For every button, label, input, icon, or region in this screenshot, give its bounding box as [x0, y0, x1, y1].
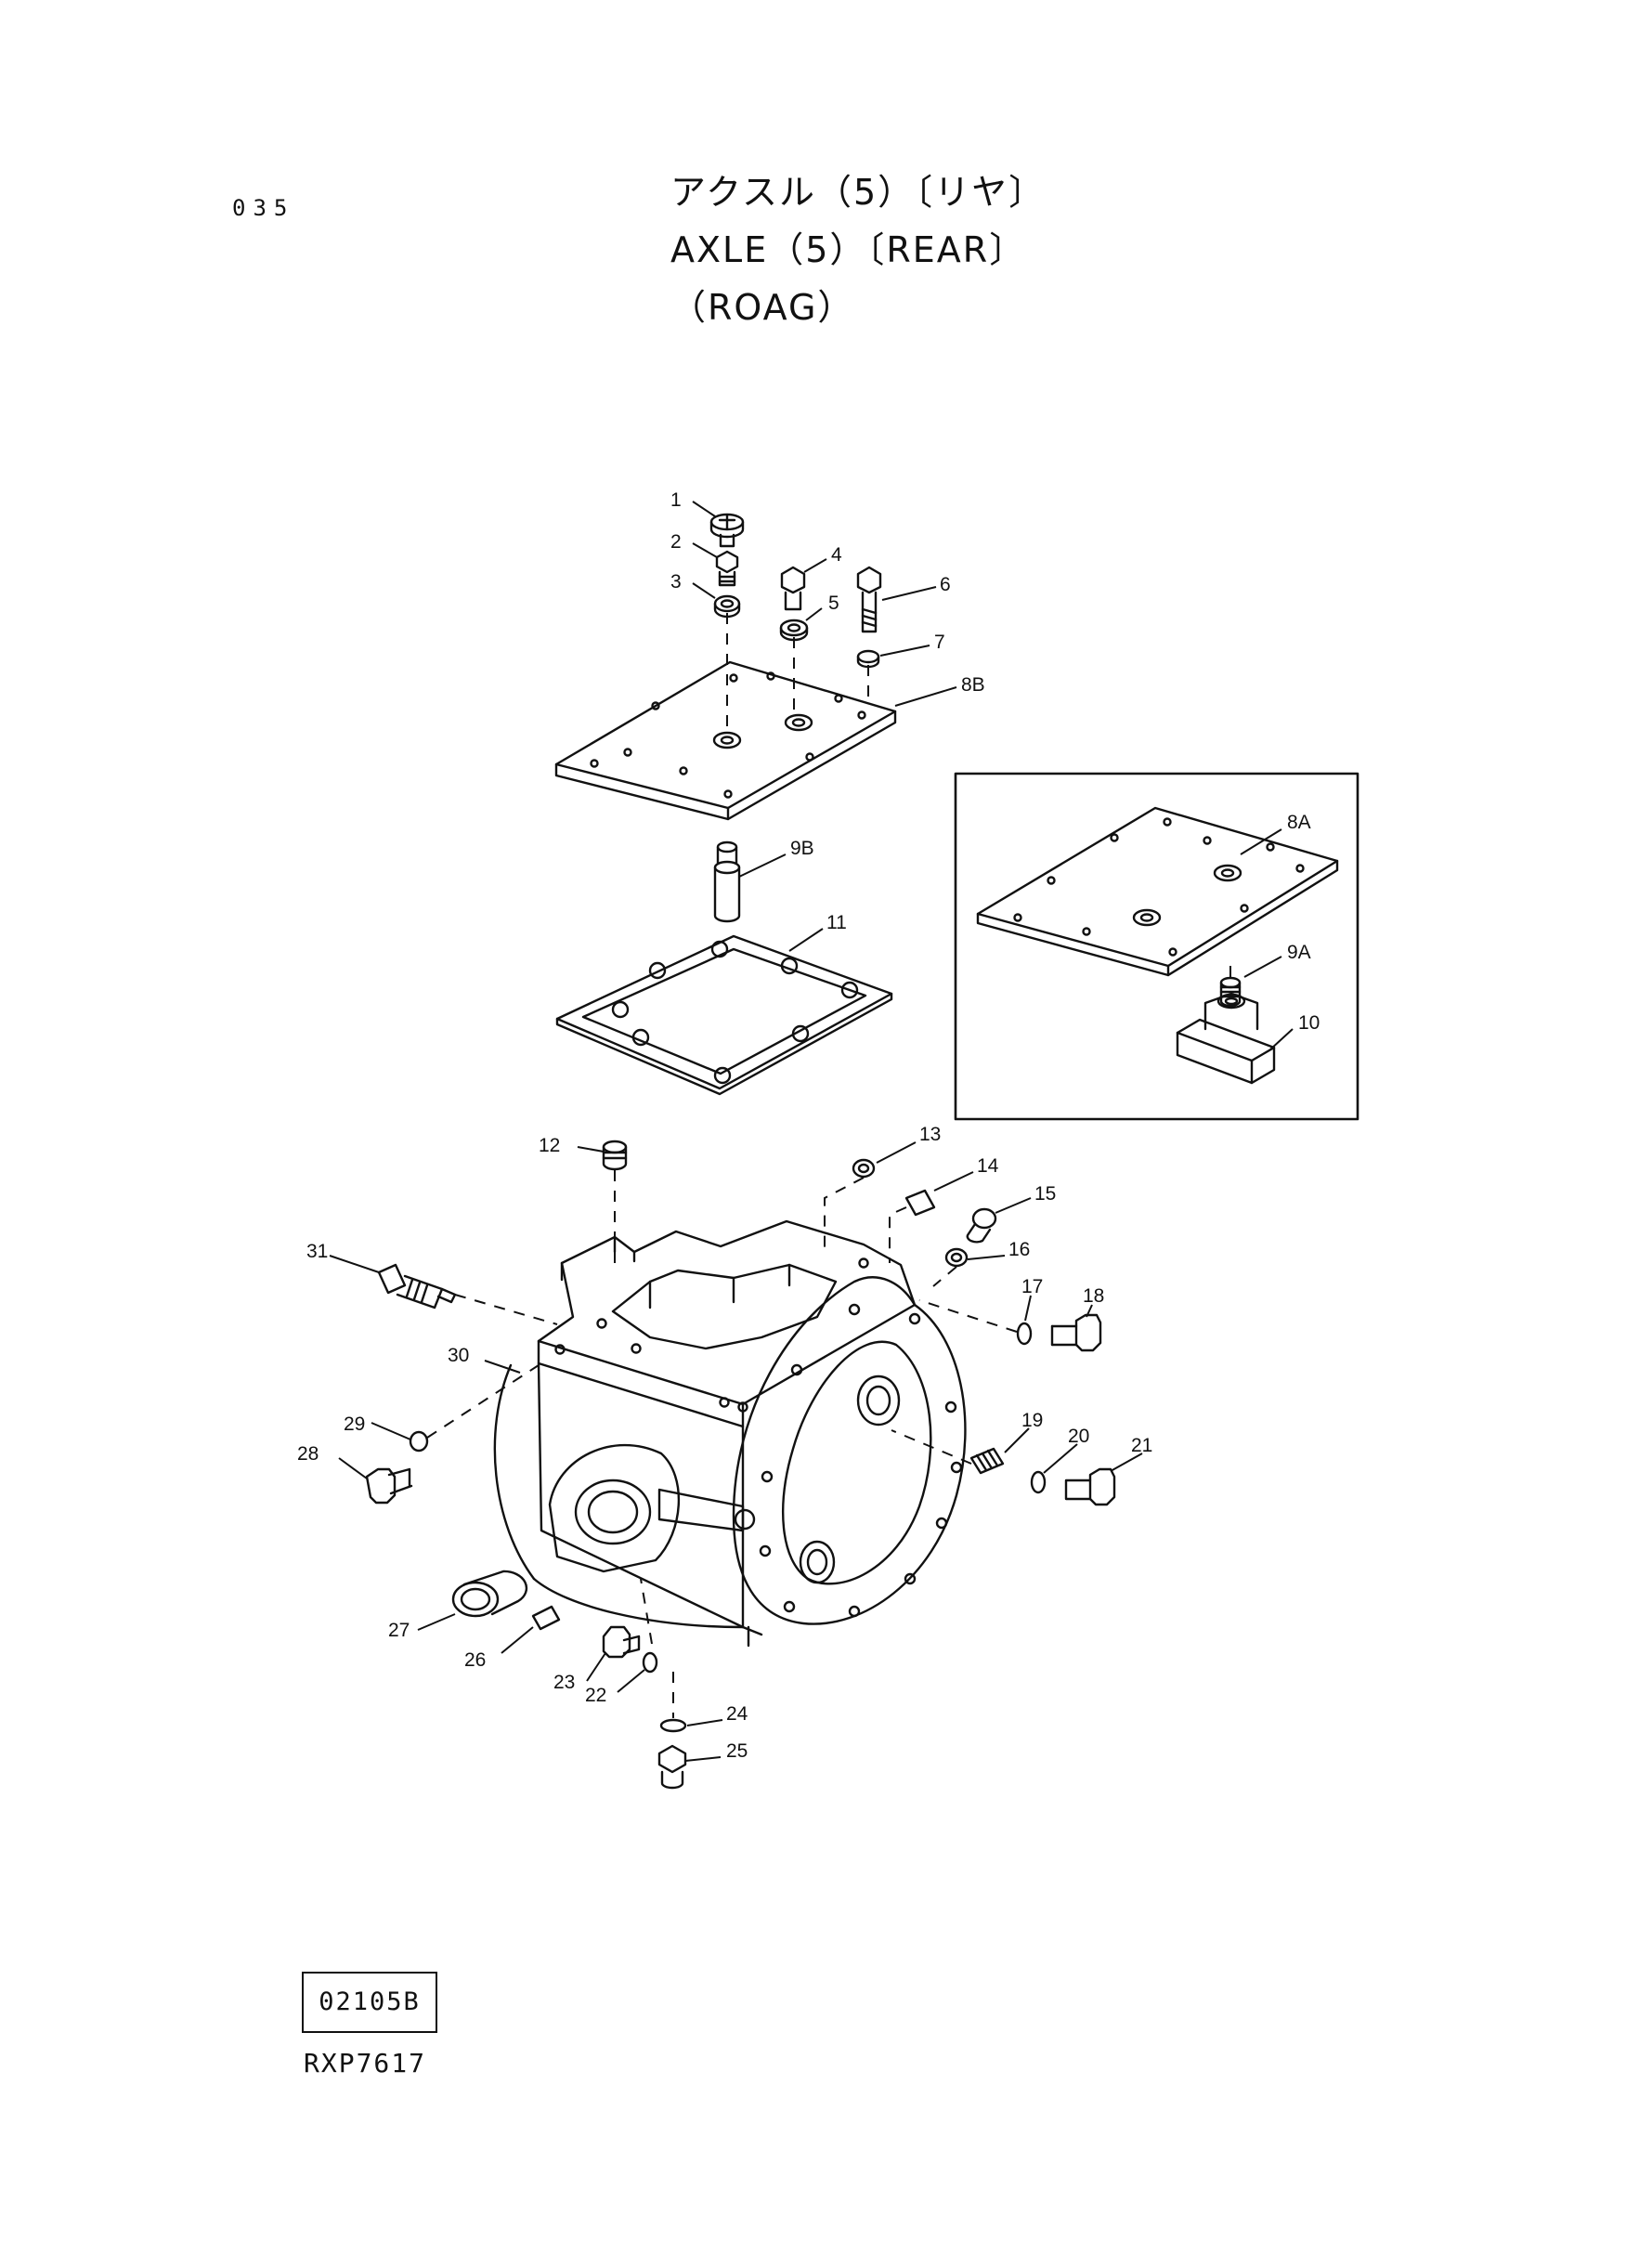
part-2-fitting	[715, 550, 739, 587]
callout-19: 19	[1021, 1410, 1043, 1431]
callout-21: 21	[1131, 1435, 1152, 1456]
callout-29: 29	[344, 1414, 365, 1435]
assembly-line-8	[932, 1266, 957, 1287]
part-6-long-bolt	[856, 566, 882, 633]
part-15-fitting	[966, 1207, 997, 1244]
callout-20: 20	[1068, 1426, 1089, 1447]
callout-14: 14	[977, 1155, 999, 1177]
callout-24: 24	[726, 1703, 748, 1725]
part-13-plug	[852, 1158, 876, 1179]
callout-6: 6	[940, 574, 951, 595]
callout-27: 27	[388, 1620, 410, 1641]
part-4-bolt	[780, 566, 806, 611]
callout-18: 18	[1083, 1285, 1104, 1307]
assembly-line-9	[918, 1299, 1018, 1333]
callout-31: 31	[306, 1241, 328, 1262]
part-25-drain-plug	[657, 1744, 687, 1790]
part-28-bolt	[365, 1467, 413, 1505]
part-7-washer	[856, 649, 880, 669]
part-8b-cover-plate	[554, 660, 897, 821]
part-29-o-ring	[409, 1430, 429, 1453]
part-16-plug	[944, 1247, 969, 1268]
part-18-bolt	[1050, 1313, 1102, 1352]
part-26-pin	[531, 1605, 561, 1631]
callout-9a: 9A	[1287, 942, 1311, 963]
part-20-o-ring	[1030, 1470, 1047, 1494]
part-30-axle-housing	[493, 1219, 967, 1648]
part-23-bolt	[602, 1625, 641, 1659]
callout-22: 22	[585, 1685, 606, 1706]
part-9b-breather	[713, 840, 741, 923]
part-12-plug	[602, 1140, 628, 1171]
callout-1: 1	[670, 489, 682, 511]
callout-8b: 8B	[961, 674, 985, 696]
part-27-bushing	[451, 1570, 528, 1618]
callout-4: 4	[831, 544, 842, 566]
callout-10: 10	[1298, 1012, 1320, 1034]
part-22-o-ring	[642, 1651, 658, 1674]
callout-11: 11	[826, 912, 847, 933]
callout-30: 30	[448, 1345, 469, 1366]
part-8a-cover-plate	[976, 806, 1339, 977]
callout-9b: 9B	[790, 838, 814, 859]
callout-15: 15	[1034, 1183, 1056, 1205]
document-number: RXP7617	[304, 2048, 427, 2078]
assembly-line-10	[891, 1429, 972, 1465]
title-english: AXLE（5）〔REAR〕	[670, 229, 1027, 270]
callout-16: 16	[1008, 1239, 1030, 1260]
callout-5: 5	[828, 593, 839, 614]
callout-17: 17	[1021, 1276, 1043, 1297]
part-1-plug	[709, 513, 745, 548]
part-17-o-ring	[1016, 1322, 1033, 1346]
part-24-o-ring	[659, 1718, 687, 1733]
callout-3: 3	[670, 571, 682, 593]
assembly-line-6	[824, 1177, 865, 1254]
callout-28: 28	[297, 1443, 319, 1465]
part-9a-plug	[1219, 976, 1242, 1008]
callout-labels: 1 2 3 4 5 6 7 8B 9B 11 8A 9A 10 12 13 14…	[297, 489, 1320, 1762]
part-10-bracket	[1176, 992, 1276, 1085]
drawing-code-box: 02105B	[302, 1972, 437, 2033]
part-5-washer	[779, 619, 809, 642]
assembly-line-12	[426, 1364, 540, 1439]
callout-26: 26	[464, 1649, 486, 1671]
page-number: 035	[232, 195, 295, 221]
part-21-bolt	[1064, 1467, 1116, 1506]
part-11-gasket	[555, 934, 893, 1096]
assembly-line-7	[889, 1206, 907, 1263]
title-japanese: アクスル（5）〔リヤ〕	[670, 172, 1047, 213]
assembly-line-11	[454, 1294, 558, 1325]
assembly-line-14	[640, 1578, 653, 1645]
inset-frame	[954, 772, 1359, 1121]
callout-7: 7	[934, 632, 945, 653]
callout-25: 25	[726, 1740, 748, 1762]
callout-2: 2	[670, 531, 682, 553]
callout-23: 23	[553, 1672, 575, 1693]
title-block: アクスル（5）〔リヤ〕 AXLE（5）〔REAR〕 （ROAG）	[670, 163, 1046, 336]
part-19-plug	[969, 1447, 1005, 1475]
title-model: （ROAG）	[670, 287, 855, 328]
callout-8a: 8A	[1287, 812, 1311, 833]
part-31-sensor	[377, 1263, 457, 1309]
callout-13: 13	[919, 1124, 941, 1145]
part-14-pin	[904, 1189, 936, 1217]
callout-12: 12	[539, 1135, 560, 1156]
